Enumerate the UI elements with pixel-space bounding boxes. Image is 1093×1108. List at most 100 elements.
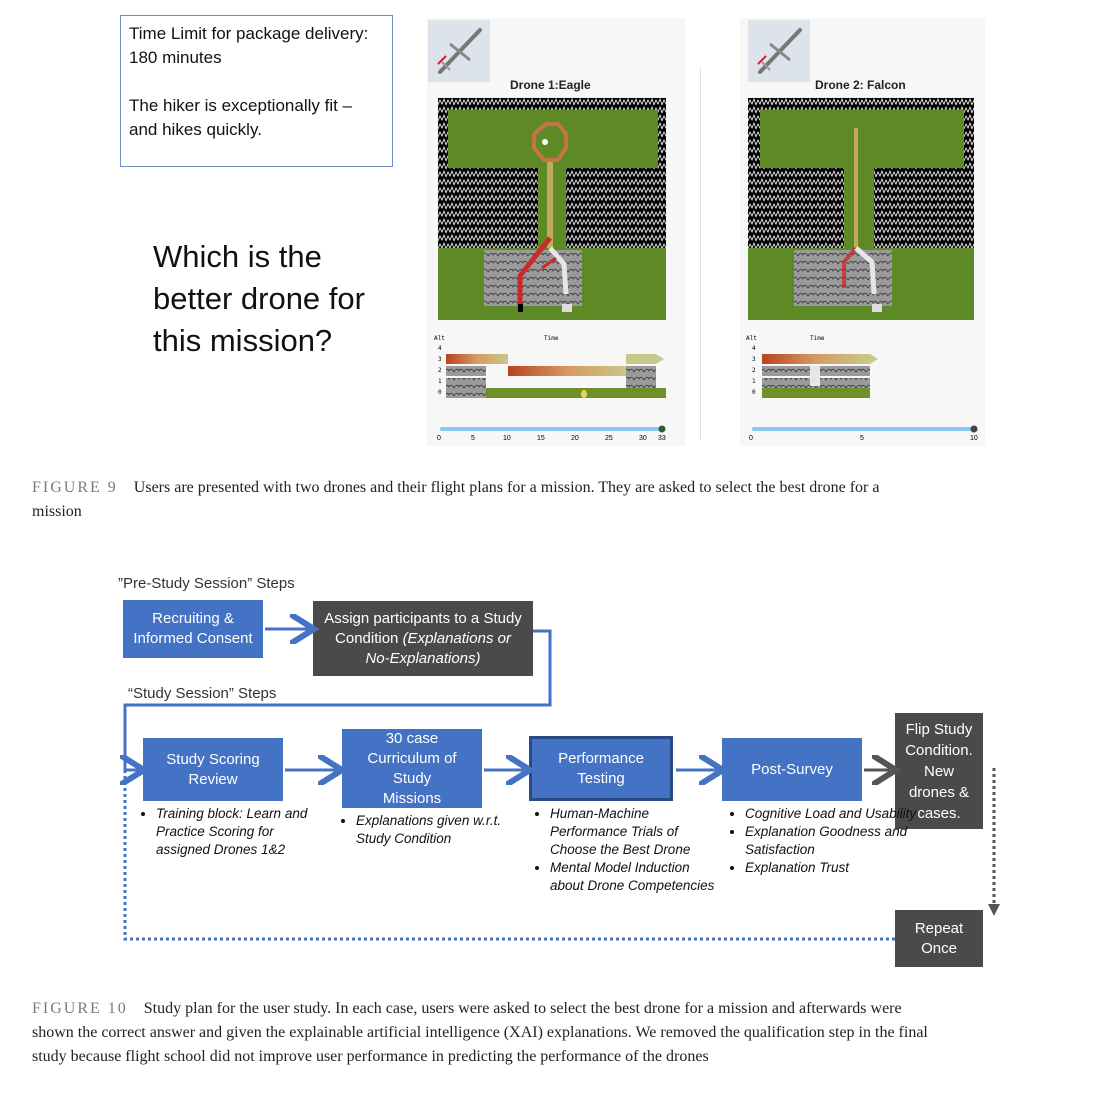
- scoring-box: Study Scoring Review: [143, 738, 283, 801]
- flip-line-2: Condition.: [905, 741, 973, 759]
- repeat-line-1: Repeat: [914, 919, 964, 937]
- assign-box: Assign participants to a Study Condition…: [313, 601, 533, 676]
- tick-label: 0: [749, 435, 753, 442]
- dashed-down-arrowhead: [988, 904, 1000, 916]
- curriculum-line-1: 30 case: [385, 729, 439, 747]
- repeat-line-2: Once: [921, 939, 957, 957]
- svg-text:4: 4: [752, 345, 756, 352]
- info-line-1: Time Limit for package delivery:: [129, 24, 369, 43]
- figure10-caption-line3: study because flight school did not impr…: [32, 1048, 709, 1065]
- tick-label: 30: [639, 435, 647, 442]
- svg-text:0: 0: [752, 389, 756, 396]
- recruiting-line-1: Recruiting &: [152, 610, 234, 627]
- drone1-progress-knob[interactable]: [658, 425, 666, 433]
- list-item: Explanations given w.r.t. Study Conditio…: [356, 812, 522, 848]
- alt-label: Alt: [434, 335, 445, 342]
- performance-line-1: Performance: [558, 749, 644, 767]
- svg-text:3: 3: [752, 356, 756, 363]
- tick-label: 15: [537, 435, 545, 442]
- tick-label: 20: [571, 435, 579, 442]
- tick-label: 10: [970, 435, 978, 442]
- figure9-caption-text: Users are presented with two drones and …: [133, 479, 880, 496]
- curriculum-line-2: Curriculum of: [367, 749, 457, 767]
- question-line-3: this mission?: [153, 323, 333, 358]
- drone1-timeline: Alt Time 4 3 2 1 0 0 5 10 15 20 25 30 33: [434, 335, 666, 442]
- tick-label: 33: [658, 435, 666, 442]
- svg-text:2: 2: [752, 367, 756, 374]
- svg-text:1: 1: [438, 378, 442, 385]
- svg-text:0: 0: [438, 389, 442, 396]
- list-item: Cognitive Load and Usability: [745, 805, 921, 823]
- tick-label: 5: [860, 435, 864, 442]
- arrow-assign-scoring: [125, 629, 552, 770]
- flip-box: Flip Study Condition. New drones & cases…: [895, 713, 983, 829]
- question-text: Which is the better drone for this missi…: [153, 236, 413, 362]
- performance-bullets: Human-Machine Performance Trials of Choo…: [536, 805, 716, 895]
- performance-box: Performance Testing: [529, 736, 673, 801]
- recruiting-box: Recruiting & Informed Consent: [123, 600, 263, 658]
- flip-line-4: drones &: [908, 783, 970, 801]
- flip-line-3: New: [923, 762, 954, 780]
- alt-label: Alt: [746, 335, 757, 342]
- airplane-icon: [428, 20, 490, 82]
- airplane-icon: [748, 20, 810, 82]
- tick-label: 0: [437, 435, 441, 442]
- scoring-line-2: Review: [188, 770, 238, 788]
- curriculum-box: 30 case Curriculum of Study Missions: [342, 729, 482, 808]
- info-line-3: The hiker is exceptionally fit –: [129, 96, 352, 115]
- figure10-caption-line1: Study plan for the user study. In each c…: [143, 1000, 902, 1017]
- question-line-2: better drone for: [153, 281, 365, 316]
- postsurvey-box: Post-Survey: [722, 738, 862, 801]
- flip-line-1: Flip Study: [905, 720, 973, 738]
- curriculum-bullets: Explanations given w.r.t. Study Conditio…: [342, 812, 522, 848]
- figure10-label: FIGURE 10: [32, 1000, 128, 1017]
- svg-text:1: 1: [752, 378, 756, 385]
- info-line-4: and hikes quickly.: [129, 120, 262, 139]
- svg-text:3: 3: [438, 356, 442, 363]
- figure10-caption: FIGURE 10 Study plan for the user study.…: [32, 997, 1082, 1069]
- drone2-progress-bar: [752, 427, 974, 431]
- postsurvey-bullets: Cognitive Load and Usability Explanation…: [731, 805, 921, 877]
- performance-line-2: Testing: [577, 769, 625, 787]
- flip-line-5: cases.: [917, 804, 961, 822]
- flow-connectors: [0, 560, 1000, 941]
- figure9-label: FIGURE 9: [32, 479, 118, 496]
- curriculum-line-4: Missions: [382, 789, 442, 807]
- figure9-caption: FIGURE 9 Users are presented with two dr…: [32, 476, 1072, 500]
- list-item: Explanation Goodness and Satisfaction: [745, 823, 921, 859]
- figure9-caption-line2: mission: [32, 503, 82, 520]
- time-label: Time: [810, 335, 825, 342]
- recruiting-line-2: Informed Consent: [133, 630, 253, 647]
- svg-text:2: 2: [438, 367, 442, 374]
- svg-text:4: 4: [438, 345, 442, 352]
- pre-study-title: ”Pre-Study Session” Steps: [118, 575, 295, 592]
- info-line-2: 180 minutes: [129, 48, 222, 67]
- panel-divider: [700, 68, 701, 440]
- study-session-title: “Study Session” Steps: [128, 685, 277, 702]
- drone2-progress-knob[interactable]: [970, 425, 978, 433]
- assign-line-2b: (Explanations or: [402, 629, 511, 647]
- time-label: Time: [544, 335, 559, 342]
- drone1-title: Drone 1:Eagle: [510, 78, 591, 92]
- mission-info-box: Time Limit for package delivery: 180 min…: [120, 15, 393, 167]
- tick-label: 10: [503, 435, 511, 442]
- drone1-ticks: 0 5 10 15 20 25 30 33: [437, 435, 666, 442]
- drone2-timeline: Alt Time 4 3 2 1 0 0 5 10: [746, 335, 978, 442]
- scoring-bullets: Training block: Learn and Practice Scori…: [142, 805, 322, 859]
- scoring-line-1: Study Scoring: [166, 750, 260, 768]
- drone1-map: [438, 98, 666, 320]
- repeat-box: Repeat Once: [895, 910, 983, 967]
- question-line-1: Which is the: [153, 239, 322, 274]
- assign-line-1: Assign participants to a Study: [324, 609, 522, 627]
- dashed-loop-back: [123, 770, 895, 941]
- assign-line-2a: Condition: [335, 629, 403, 647]
- list-item: Mental Model Induction about Drone Compe…: [550, 859, 716, 895]
- list-item: Training block: Learn and Practice Scori…: [156, 805, 322, 859]
- drone1-progress-bar: [440, 427, 662, 431]
- drone2-map: [748, 98, 974, 320]
- tick-label: 5: [471, 435, 475, 442]
- list-item: Human-Machine Performance Trials of Choo…: [550, 805, 716, 859]
- figure10-caption-line2: shown the correct answer and given the e…: [32, 1024, 928, 1041]
- list-item: Explanation Trust: [745, 859, 921, 877]
- tick-label: 25: [605, 435, 613, 442]
